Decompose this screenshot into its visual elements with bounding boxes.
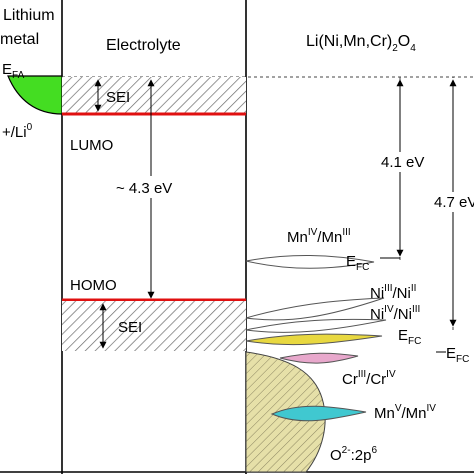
sei-top-layer — [62, 77, 246, 114]
cr-band — [279, 352, 359, 364]
mn43-band — [245, 255, 375, 269]
cr34-label: CrIII/CrIV — [342, 369, 396, 388]
ni-filled-band — [245, 333, 383, 346]
anode-title-line2: metal — [0, 31, 39, 48]
mn54-band — [270, 405, 367, 422]
efc1-label: EFC — [346, 253, 369, 273]
lumo-label: LUMO — [70, 137, 113, 154]
gap2-label: 4.7 eV — [434, 194, 474, 211]
homo-label: HOMO — [70, 277, 117, 294]
ni32-band — [245, 297, 385, 321]
mn54-label: MnV/MnIV — [374, 403, 436, 422]
electrolyte-gap-label: ~ 4.3 eV — [116, 180, 172, 197]
anode-efa-label: EFA — [2, 61, 25, 81]
ni43-label: NiIV/NiIII — [370, 304, 420, 323]
gap1-label: 4.1 eV — [381, 154, 424, 171]
anode-couple-label: +/Li0 — [2, 122, 33, 141]
ni32-label: NiIII/NiII — [370, 283, 416, 302]
electrolyte-title: Electrolyte — [106, 37, 181, 54]
efc2-label: EFC — [398, 327, 421, 347]
ni43-band — [245, 318, 387, 333]
anode-title-line1: Lithium — [3, 7, 55, 24]
sei-top-label: SEI — [106, 89, 130, 106]
o2p-label: O2-:2p6 — [330, 445, 377, 464]
efc3-label: EFC — [446, 345, 469, 365]
sei-bottom-layer — [62, 301, 246, 351]
cathode-title: Li(Ni,Mn,Cr)2O4 — [306, 33, 416, 54]
mn43-label: MnIV/MnIII — [287, 227, 351, 246]
anode-fermi-fill — [7, 75, 63, 115]
sei-bottom-label: SEI — [118, 319, 142, 336]
